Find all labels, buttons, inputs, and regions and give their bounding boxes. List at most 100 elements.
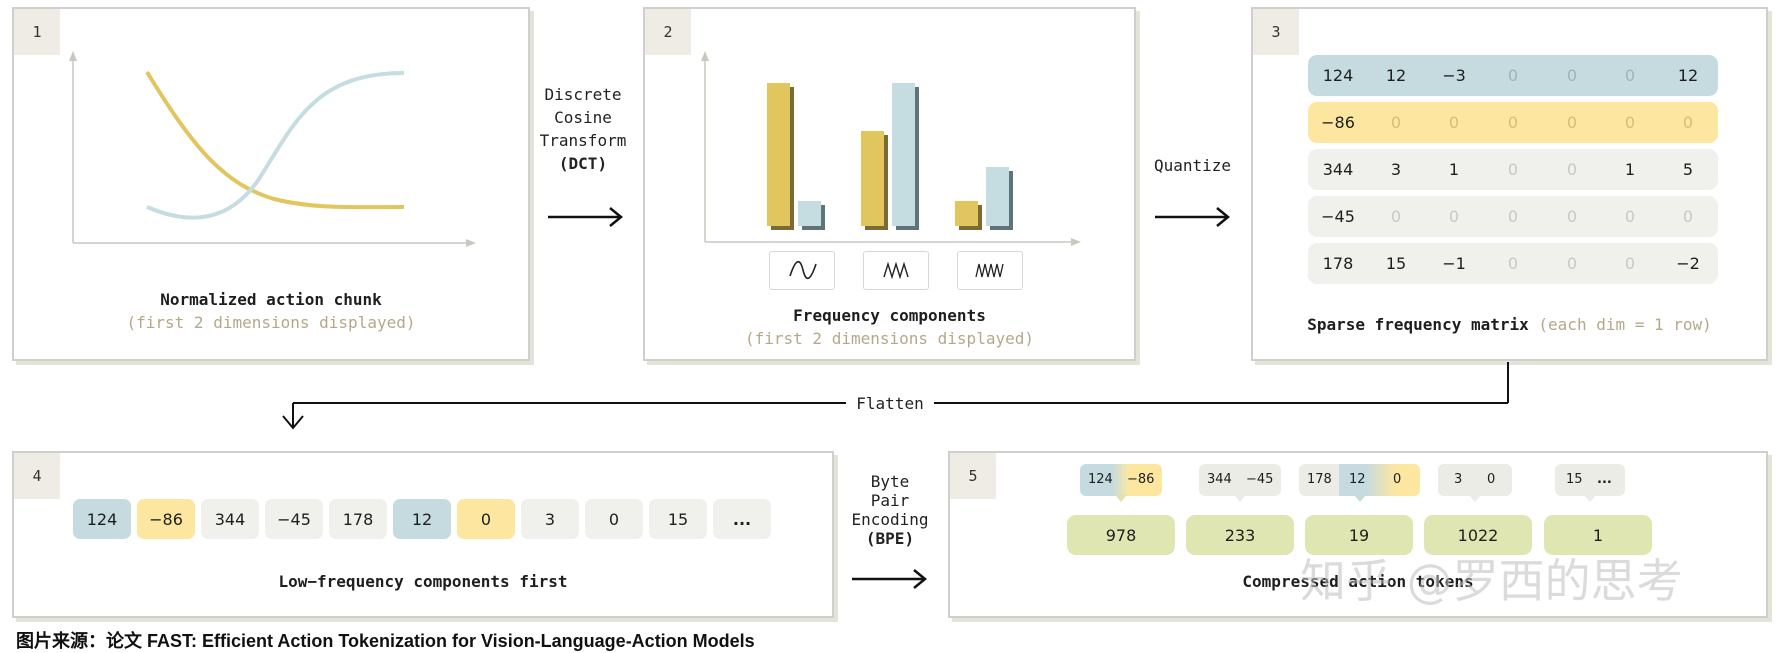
matrix-cell: 0 bbox=[1566, 160, 1578, 179]
sequence-chip: 124 bbox=[73, 499, 131, 539]
matrix-cell: −2 bbox=[1676, 254, 1700, 273]
panel4-title: Low−frequency components first bbox=[278, 572, 568, 591]
bpe-line-3: Encoding bbox=[851, 510, 929, 529]
panel1-subtitle: (first 2 dimensions displayed) bbox=[126, 313, 416, 332]
bar-dim1-mid bbox=[861, 131, 884, 226]
bpe-line-2: Pair bbox=[870, 491, 910, 510]
panel2-title: Frequency components bbox=[793, 306, 986, 325]
matrix-cell: −1 bbox=[1442, 254, 1466, 273]
group-value: −86 bbox=[1127, 472, 1155, 487]
bar-dim1-low bbox=[767, 83, 790, 226]
dct-arrow bbox=[548, 207, 623, 227]
sequence-chip: 0 bbox=[585, 499, 643, 539]
sequence-chip: −86 bbox=[137, 499, 195, 539]
mid-frequency-icon bbox=[863, 251, 929, 290]
panel4-caption: Low−frequency components first bbox=[14, 570, 832, 593]
group-value: 178 bbox=[1307, 472, 1332, 487]
sequence-chip: 12 bbox=[393, 499, 451, 539]
group-value: 3 bbox=[1454, 472, 1463, 487]
panel3-caption: Sparse frequency matrix (each dim = 1 ro… bbox=[1253, 313, 1766, 336]
group-value: 124 bbox=[1088, 472, 1113, 487]
matrix-cell: 0 bbox=[1390, 207, 1402, 226]
matrix-row: −45 0 0 0 0 0 0 bbox=[1308, 196, 1718, 237]
bar-dim2-mid bbox=[892, 83, 915, 226]
matrix-cell: 3 bbox=[1390, 160, 1402, 179]
panel-number: 1 bbox=[14, 9, 60, 55]
merged-group: 3 0 bbox=[1438, 464, 1512, 502]
panel-number: 3 bbox=[1253, 9, 1299, 55]
flatten-connector bbox=[282, 362, 1509, 430]
matrix-cell: 178 bbox=[1322, 254, 1354, 273]
source-caption: 图片来源：论文 FAST: Efficient Action Tokenizat… bbox=[16, 631, 755, 651]
dct-label: Discrete Cosine Transform (DCT) bbox=[533, 83, 633, 175]
sequence-chip: 0 bbox=[457, 499, 515, 539]
matrix-cell: 5 bbox=[1682, 160, 1694, 179]
panel-compressed-tokens: 5 124 −86 344 −45 178 12 0 3 0 15 ... 97… bbox=[948, 451, 1768, 618]
matrix-cell: 124 bbox=[1322, 66, 1354, 85]
dct-line-1: Discrete bbox=[544, 85, 622, 104]
merged-group: 124 −86 bbox=[1080, 464, 1162, 502]
matrix-cell: 1 bbox=[1448, 160, 1460, 179]
matrix-cell: 0 bbox=[1390, 113, 1402, 132]
panel-number: 4 bbox=[14, 453, 60, 499]
low-frequency-icon bbox=[769, 251, 835, 290]
matrix-cell: 0 bbox=[1682, 207, 1694, 226]
matrix-cell: 0 bbox=[1507, 66, 1519, 85]
matrix-cell: 0 bbox=[1507, 113, 1519, 132]
action-token: 1022 bbox=[1424, 515, 1532, 555]
panel5-caption: Compressed action tokens bbox=[950, 570, 1766, 593]
panel-action-chunk: 1 Normalized action chunk (first 2 dimen… bbox=[12, 7, 530, 361]
matrix-cell: −45 bbox=[1321, 207, 1355, 226]
bpe-line-1: Byte bbox=[870, 472, 910, 491]
dct-line-3: Transform bbox=[539, 131, 627, 150]
dct-line-2: Cosine bbox=[554, 108, 612, 127]
matrix-cell: 1 bbox=[1624, 160, 1636, 179]
group-value: 0 bbox=[1393, 472, 1402, 487]
matrix-cell: 0 bbox=[1566, 207, 1578, 226]
bar-dim1-high bbox=[955, 201, 978, 226]
panel1-title: Normalized action chunk bbox=[160, 290, 382, 309]
panel3-subtitle: (each dim = 1 row) bbox=[1538, 315, 1712, 334]
sequence-chip: 178 bbox=[329, 499, 387, 539]
matrix-cell: 0 bbox=[1507, 160, 1519, 179]
matrix-cell: 0 bbox=[1624, 66, 1636, 85]
action-token: 19 bbox=[1305, 515, 1413, 555]
panel-number: 5 bbox=[950, 453, 996, 499]
panel5-title: Compressed action tokens bbox=[1242, 572, 1474, 591]
merged-group: 344 −45 bbox=[1199, 464, 1281, 502]
bar-dim2-low bbox=[798, 201, 821, 226]
sequence-chip: 3 bbox=[521, 499, 579, 539]
matrix-cell: 0 bbox=[1507, 207, 1519, 226]
panel2-caption: Frequency components (first 2 dimensions… bbox=[645, 304, 1134, 350]
sequence-chip-ellipsis: ... bbox=[713, 499, 771, 539]
matrix-cell: 12 bbox=[1385, 66, 1407, 85]
action-chunk-plot bbox=[69, 51, 476, 247]
matrix-cell: 12 bbox=[1677, 66, 1699, 85]
matrix-cell: 0 bbox=[1566, 66, 1578, 85]
group-ellipsis: ... bbox=[1597, 472, 1612, 487]
sequence-chip: 15 bbox=[649, 499, 707, 539]
panel-number: 2 bbox=[645, 9, 691, 55]
sequence-chip: −45 bbox=[265, 499, 323, 539]
frequency-bar-chart bbox=[701, 51, 1081, 246]
panel3-title: Sparse frequency matrix bbox=[1307, 315, 1529, 334]
matrix-cell: 15 bbox=[1385, 254, 1407, 273]
matrix-cell: 0 bbox=[1448, 113, 1460, 132]
matrix-cell: 0 bbox=[1624, 207, 1636, 226]
matrix-cell: 0 bbox=[1682, 113, 1694, 132]
watermark: 知乎 @罗西的思考 bbox=[1300, 554, 1683, 608]
group-value: −45 bbox=[1246, 472, 1274, 487]
matrix-cell: 0 bbox=[1507, 254, 1519, 273]
matrix-cell: 0 bbox=[1624, 113, 1636, 132]
quantize-label: Quantize bbox=[1153, 156, 1232, 175]
matrix-cell: −3 bbox=[1442, 66, 1466, 85]
matrix-cell: 0 bbox=[1624, 254, 1636, 273]
merged-group: 178 12 0 bbox=[1299, 464, 1420, 502]
sequence-chip: 344 bbox=[201, 499, 259, 539]
action-token: 233 bbox=[1186, 515, 1294, 555]
action-token: 978 bbox=[1067, 515, 1175, 555]
dct-line-4: (DCT) bbox=[558, 154, 608, 173]
flatten-label: Flatten bbox=[856, 394, 924, 413]
panel2-subtitle: (first 2 dimensions displayed) bbox=[745, 329, 1034, 348]
panel-frequency-components: 2 Frequency components (first 2 dimensio… bbox=[643, 7, 1136, 361]
